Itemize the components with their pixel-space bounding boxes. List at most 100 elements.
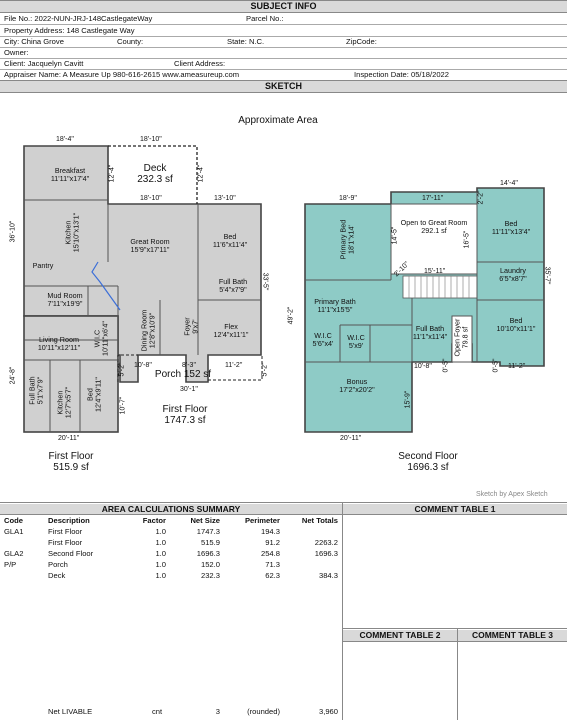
dim: 18'-4" [56, 136, 74, 143]
room-living: Living Room 10'11"x12'11" [37, 335, 81, 352]
divider [342, 502, 343, 720]
inspection-date: Inspection Date: 05/18/2022 [354, 70, 449, 79]
room-wic-1: W.I.C 10'11"x6'4" [92, 321, 109, 357]
room-kitchen: Kitchen 15'10"x13'1" [63, 212, 80, 253]
sketch-header: SKETCH [0, 80, 567, 93]
room-dining: Dining Room 12'8"x10'9" [139, 309, 156, 352]
net-livable-rounded: (rounded) [247, 707, 280, 716]
room-full-bath-2: Full Bath 5'1"x7'9" [27, 376, 44, 405]
dim: 12'-4" [197, 164, 205, 183]
dim: 36'-10" [9, 220, 17, 243]
room-primary-bath: Primary Bath 11'1"x15'5" [314, 297, 356, 314]
cell-code: GLA1 [4, 527, 24, 536]
dim: 12'-4" [108, 164, 116, 183]
dim: 15'-9" [404, 390, 412, 409]
dim: 18'-9" [339, 195, 357, 202]
net-livable-cnt: cnt [152, 707, 163, 716]
dim: 10'-8" [414, 363, 432, 370]
porch-outline [208, 355, 263, 381]
dim: 0'-5" [492, 358, 500, 373]
room-flex: Flex 12'4"x11'1" [213, 322, 249, 339]
col-net-totals: Net Totals [301, 516, 338, 525]
state: State: N.C. [227, 37, 265, 46]
room-primary-bed: Primary Bed 18'1"x14' [338, 219, 355, 260]
dim: 15'-11" [424, 268, 446, 275]
cell-perimeter: 71.3 [265, 560, 280, 569]
cell-factor: 1.0 [155, 560, 166, 569]
cell-net-total: 2263.2 [314, 538, 338, 547]
dim: 30'-1" [180, 386, 198, 393]
dim: 49'-2" [287, 306, 295, 325]
divider [0, 36, 567, 37]
cell-net-size: 1747.3 [196, 527, 220, 536]
room-pantry: Pantry [32, 261, 54, 270]
second-floor-outline [304, 187, 545, 433]
parcel-no: Parcel No.: [246, 14, 284, 23]
deck-outline [108, 145, 198, 204]
cell-factor: 1.0 [155, 538, 166, 547]
first-floor-small-area: 515.9 sf [53, 462, 89, 473]
porch-area: 152 sf [183, 369, 212, 380]
sketch-credit: Sketch by Apex Sketch [476, 491, 548, 498]
comment-table-1-header: COMMENT TABLE 1 [343, 504, 567, 515]
col-factor: Factor [142, 516, 166, 525]
file-no: File No.: 2022-NUN-JRJ-148CastlegateWay [4, 14, 153, 23]
cell-description: Deck [48, 571, 66, 580]
room-great-room: Great Room 15'9"x17'11" [130, 237, 170, 254]
dim: 10'-8" [134, 362, 152, 369]
dim: 16'-5" [463, 230, 471, 249]
dim: 0'-5" [442, 358, 450, 373]
appraiser: Appraiser Name: A Measure Up 980-616-261… [4, 70, 240, 79]
zip-code: ZipCode: [346, 37, 377, 46]
cell-description: First Floor [48, 527, 83, 536]
first-floor-area: 1747.3 sf [164, 415, 206, 426]
deck-name: Deck [143, 163, 167, 174]
room-bonus: Bonus 17'2"x20'2" [339, 377, 375, 394]
net-livable-label: Net LIVABLE [48, 707, 93, 716]
cell-perimeter: 91.2 [265, 538, 280, 547]
dim: 2'-2" [477, 190, 485, 205]
city: City: China Grove [4, 37, 64, 46]
room-breakfast: Breakfast 11'11"x17'4" [50, 166, 90, 183]
col-net-size: Net Size [190, 516, 220, 525]
room-foyer: Foyer 9'x7' [182, 317, 199, 336]
cell-perimeter: 254.8 [260, 549, 280, 558]
cell-net-size: 232.3 [200, 571, 220, 580]
second-floor-area: 1696.3 sf [407, 462, 449, 473]
dim: 5'-2" [118, 362, 126, 377]
second-floor-name: Second Floor [398, 451, 458, 462]
first-floor-name: First Floor [162, 404, 208, 415]
porch-label: Porch 152 sf [143, 369, 223, 380]
room-laundry: Laundry 6'5"x8'7" [499, 266, 527, 283]
col-perimeter: Perimeter [244, 516, 280, 525]
cell-description: First Floor [48, 538, 83, 547]
county: County: [117, 37, 144, 46]
dim: 17'-11" [422, 195, 444, 202]
owner: Owner: [4, 48, 29, 57]
room-bed-3: Bed 11'11"x13'4" [491, 219, 531, 236]
room-wic-3: W.I.C 5'x9' [347, 333, 365, 350]
client: Client: Jacquelyn Cavitt [4, 59, 84, 68]
second-floor-label: Second Floor 1696.3 sf [392, 451, 464, 473]
sketch-title: Approximate Area [238, 115, 318, 126]
blue-wall [91, 261, 121, 311]
net-livable-total: 3,960 [318, 707, 338, 716]
room-full-bath-1: Full Bath 5'4"x7'9" [218, 277, 248, 294]
cell-net-total: 1696.3 [314, 549, 338, 558]
dim: 18'-10" [140, 195, 162, 202]
porch-name: Porch [154, 369, 182, 380]
dim: 8'-3" [182, 362, 196, 369]
dim: 18'-10" [140, 136, 162, 143]
dim: 33'-5" [261, 272, 269, 291]
dim: 5'-2" [261, 362, 269, 377]
divider [0, 24, 567, 25]
first-floor-label: First Floor 1747.3 sf [150, 404, 220, 426]
cell-factor: 1.0 [155, 549, 166, 558]
cell-description: Porch [48, 560, 68, 569]
property-address: Property Address: 148 Castlegate Way [4, 26, 135, 35]
cell-net-size: 515.9 [200, 538, 220, 547]
cell-net-size: 1696.3 [196, 549, 220, 558]
divider [0, 47, 567, 48]
subject-info-header: SUBJECT INFO [0, 0, 567, 13]
cell-net-size: 152.0 [200, 560, 220, 569]
